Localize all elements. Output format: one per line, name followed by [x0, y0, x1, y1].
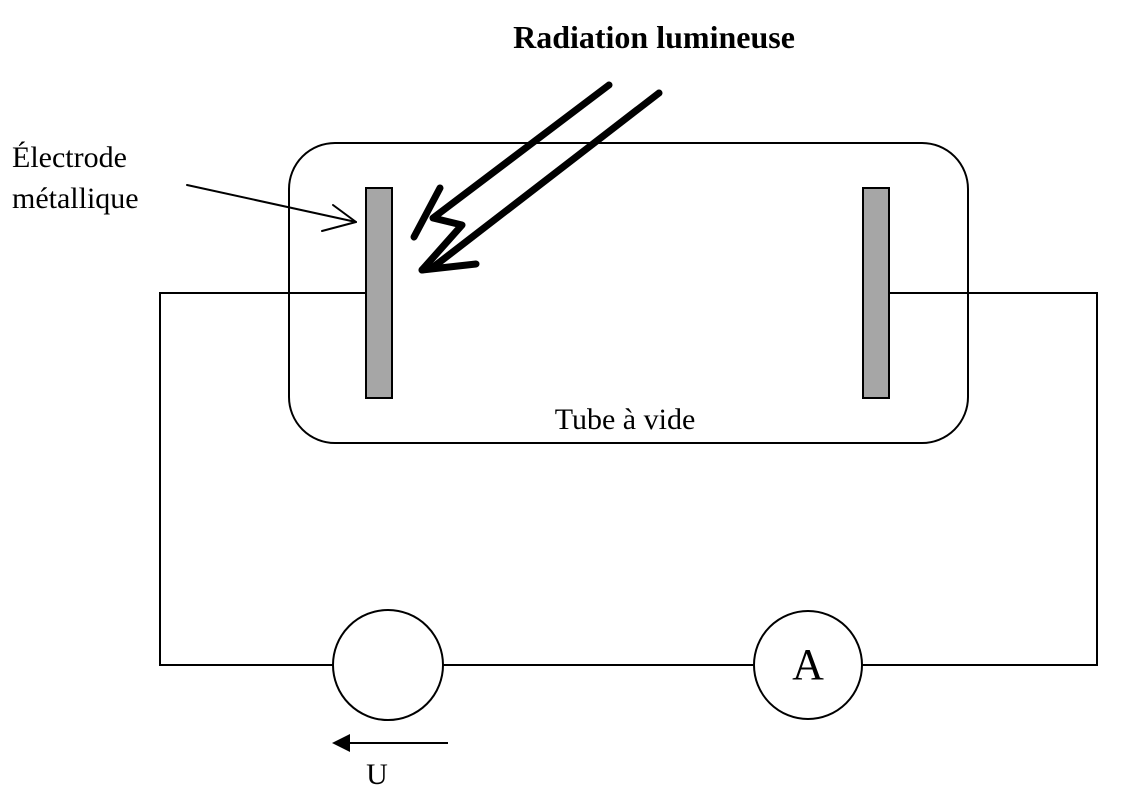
- vacuum-tube: [288, 142, 969, 444]
- tube-label: Tube à vide: [555, 403, 696, 436]
- electrode-label-line2: métallique: [12, 182, 139, 215]
- left-electrode: [365, 187, 393, 399]
- left-wire: [159, 292, 366, 666]
- ammeter-label: A: [792, 640, 824, 689]
- right-electrode: [862, 187, 890, 399]
- voltage-direction-arrow-icon: [332, 734, 448, 752]
- ammeter: [753, 610, 863, 720]
- right-wire: [862, 292, 1098, 666]
- circuit-wires: [159, 292, 1098, 666]
- radiation-label: Radiation lumineuse: [513, 19, 795, 55]
- voltage-source: [332, 609, 444, 721]
- electrode-pointer-arrow: [186, 184, 357, 232]
- light-rays-icon: [410, 81, 663, 274]
- electrode-label-line1: Électrode: [12, 141, 127, 174]
- voltage-label: U: [366, 758, 388, 791]
